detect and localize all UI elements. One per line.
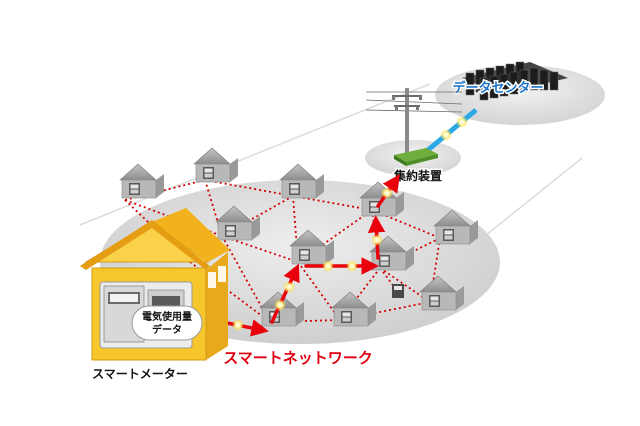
usage-data-bubble: 電気使用量 データ	[131, 305, 203, 341]
server-rack-icon	[462, 61, 568, 101]
usage-data-label-line2: データ	[152, 323, 182, 336]
usage-data-label-line1: 電気使用量	[142, 310, 192, 323]
smart-network-label: スマートネットワーク	[223, 349, 373, 367]
data-center-label: データセンター	[452, 80, 543, 96]
optical-link	[426, 108, 478, 152]
concentrator-device-icon	[394, 148, 438, 166]
concentrator-label: 集約装置	[393, 168, 442, 183]
utility-pole-icon	[365, 88, 463, 154]
route-glow-points	[232, 187, 393, 331]
smart-meter-label: スマートメーター	[92, 367, 188, 381]
smart-meter-icon	[392, 284, 404, 298]
